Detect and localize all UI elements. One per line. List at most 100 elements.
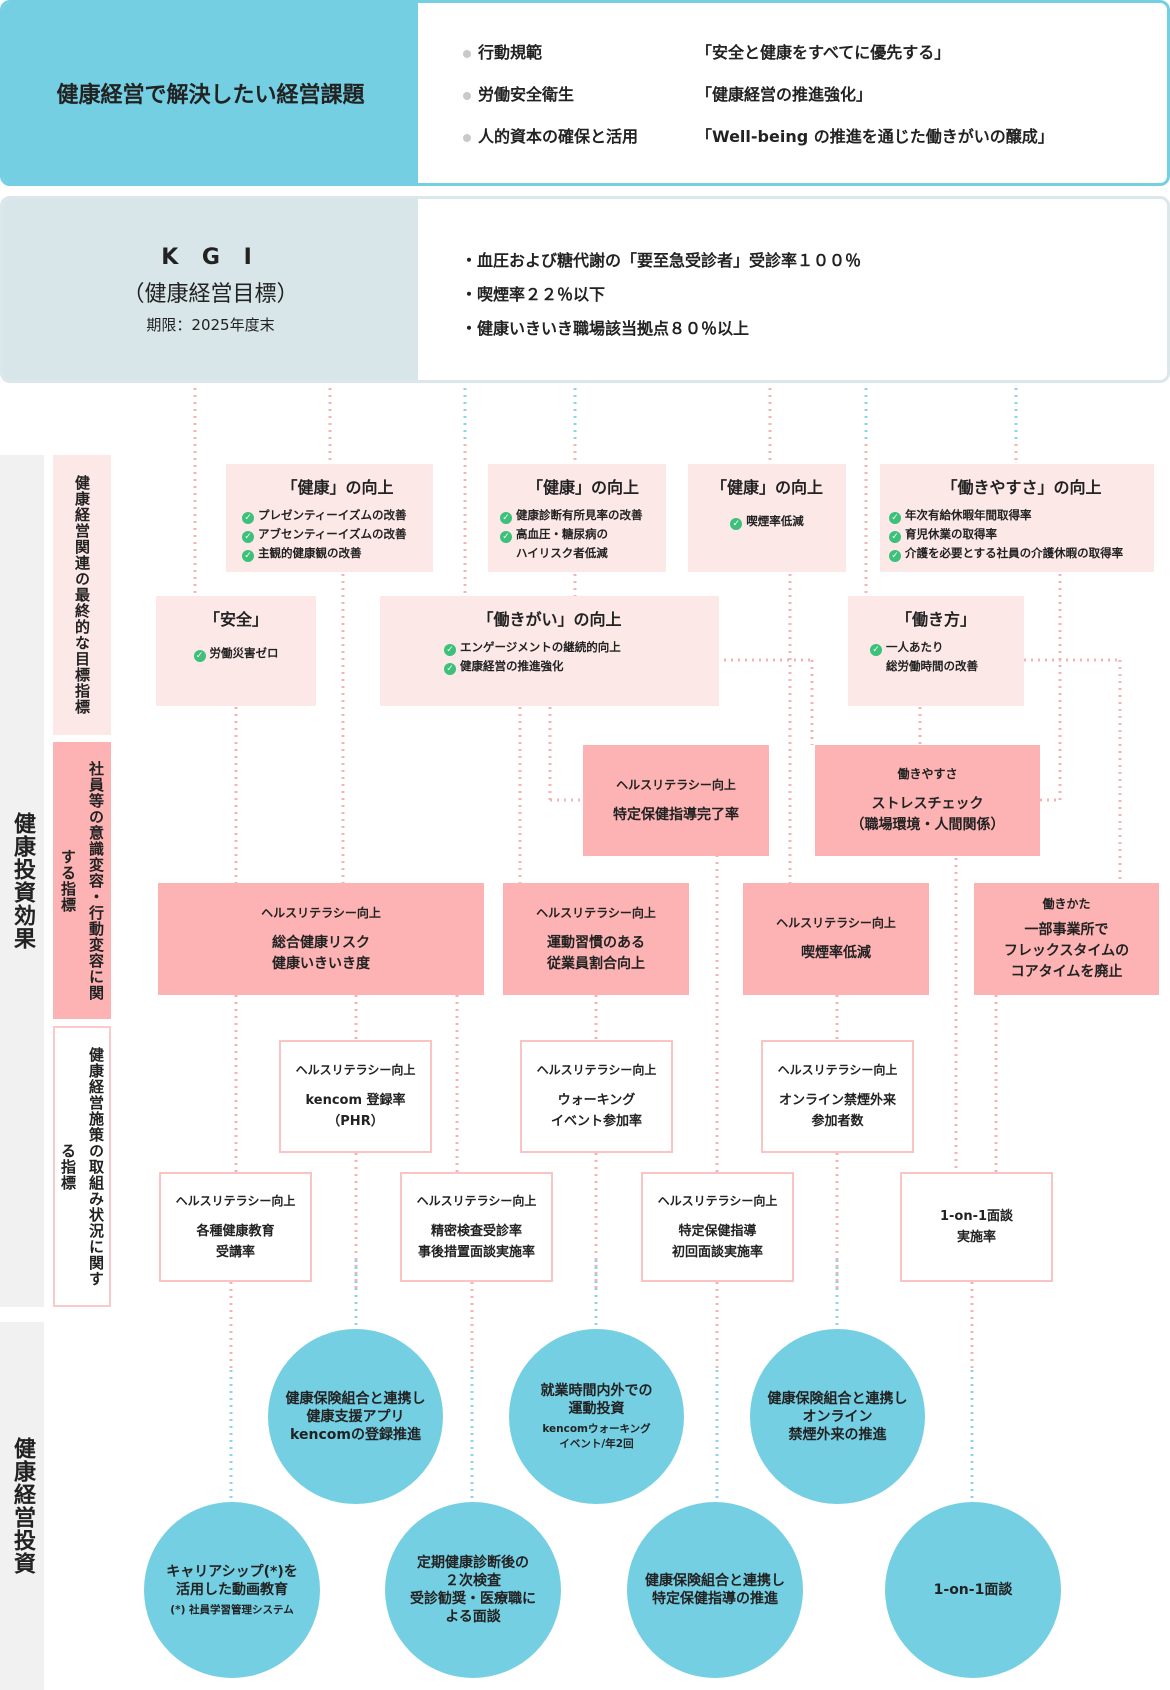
investment-specific-guidance: 健康保険組合と連携し 特定保健指導の推進 — [627, 1502, 803, 1678]
investment-exercise: 就業時間内外での 運動投資 kencomウォーキング イベント/年2回 — [509, 1329, 684, 1504]
check-item: ✓健康経営の推進強化 — [444, 657, 719, 676]
goal-health-1: 「健康」の向上 ✓プレゼンティーイズムの改善 ✓アブセンティーイズムの改善 ✓主… — [226, 464, 433, 572]
initiative-tag: ヘルスリテラシー向上 — [657, 1193, 778, 1208]
bullet-icon — [463, 133, 471, 142]
check-item: ✓主観的健康観の改善 — [242, 544, 433, 563]
investment-online-smoking: 健康保険組合と連携し オンライン 禁煙外来の推進 — [750, 1329, 925, 1504]
investment-sidebar: 健康経営投資 — [0, 1322, 44, 1690]
initiative-one-on-one-rate: 1-on-1面談 実施率 — [900, 1172, 1053, 1282]
goal-health-3: 「健康」の向上 ✓喫煙率低減 — [688, 464, 846, 572]
indicator-health-risk: ヘルスリテラシー向上 総合健康リスク 健康いきいき度 — [158, 883, 484, 995]
investment-text: 健康保険組合と連携し 特定保健指導の推進 — [645, 1573, 785, 1607]
initiative-text: オンライン禁煙外来 参加者数 — [778, 1093, 896, 1129]
indicator-tag: ヘルスリテラシー向上 — [776, 916, 896, 930]
check-icon: ✓ — [242, 512, 254, 524]
goal-title: 「健康」の向上 — [710, 478, 823, 497]
check-item: ✓労働災害ゼロ — [156, 644, 316, 663]
kgi-item-2: ・喫煙率２２％以下 — [461, 285, 606, 304]
bullet-icon — [463, 91, 471, 100]
goal-safety: 「安全」 ✓労働災害ゼロ — [156, 596, 316, 706]
kgi-subtitle: （健康経営目標） — [122, 281, 299, 307]
investment-note: kencomウォーキング イベント/年2回 — [542, 1422, 651, 1450]
kgi-item-1: ・血圧および糖代謝の「要至急受診者」受診率１００％ — [461, 251, 862, 270]
initiative-detailed-exam: ヘルスリテラシー向上 精密検査受診率 事後措置面談実施率 — [400, 1172, 553, 1282]
initiative-first-interview: ヘルスリテラシー向上 特定保健指導 初回面談実施率 — [641, 1172, 794, 1282]
investment-text: 健康保険組合と連携し 健康支援アプリ kencomの登録推進 — [285, 1390, 426, 1443]
indicator-text: 運動習慣のある 従業員割合向上 — [547, 934, 645, 972]
initiative-text: ウォーキング イベント参加率 — [550, 1093, 642, 1129]
initiatives-category-label: 健康経営施策の取組み状況に関する指標 — [59, 1046, 105, 1287]
indicator-tag: ヘルスリテラシー向上 — [616, 777, 736, 792]
kgi-title: K G I — [161, 244, 260, 270]
indicator-specific-guidance: ヘルスリテラシー向上 特定保健指導完了率 — [583, 745, 769, 856]
issue-label-1: 行動規範 — [463, 39, 542, 63]
kgi-deadline: 期限：2025年度末 — [146, 315, 275, 334]
goals-category: 健康経営関連の最終的な目標指標 — [53, 455, 111, 735]
initiative-tag: ヘルスリテラシー向上 — [175, 1193, 296, 1208]
management-issues-title: 健康経営で解決したい経営課題 — [3, 3, 418, 183]
issue-value-3: 「Well-being の推進を通じた働きがいの醸成」 — [696, 127, 1054, 146]
initiative-tag: ヘルスリテラシー向上 — [295, 1063, 416, 1077]
indicator-tag: 働きかた — [1042, 897, 1091, 911]
check-item: ✓一人あたり総労働時間の改善 — [870, 638, 1024, 676]
initiative-kencom: ヘルスリテラシー向上 kencom 登録率 （PHR） — [279, 1040, 432, 1153]
indicator-text: ストレスチェック （職場環境・人間関係） — [850, 796, 1005, 833]
check-icon: ✓ — [730, 518, 743, 530]
investment-text: 健康保険組合と連携し オンライン 禁煙外来の推進 — [767, 1390, 908, 1443]
investment-note: (*) 社員学習管理システム — [170, 1603, 294, 1616]
goal-title: 「健康」の向上 — [526, 478, 639, 497]
check-item: ✓健康診断有所見率の改善 — [500, 506, 666, 525]
initiative-online-smoking: ヘルスリテラシー向上 オンライン禁煙外来 参加者数 — [761, 1040, 914, 1153]
indicator-text: 特定保健指導完了率 — [613, 806, 739, 823]
investment-secondary-exam: 定期健康診断後の ２次検査 受診勧奨・医療職に よる面談 — [385, 1502, 561, 1678]
goal-title: 「働き方」 — [895, 610, 976, 629]
goal-title: 「健康」の向上 — [281, 478, 394, 497]
investment-video-education: キャリアシップ(*)を 活用した動画教育 (*) 社員学習管理システム — [144, 1502, 320, 1678]
check-icon: ✓ — [889, 550, 901, 562]
initiative-tag: ヘルスリテラシー向上 — [536, 1063, 657, 1077]
goal-workability: 「働きやすさ」の向上 ✓年次有給休暇年間取得率 ✓育児休業の取得率 ✓介護を必要… — [880, 464, 1154, 572]
check-icon: ✓ — [500, 531, 512, 543]
kgi-item-3: ・健康いきいき職場該当拠点８０％以上 — [461, 319, 750, 338]
check-icon: ✓ — [889, 531, 901, 543]
check-icon: ✓ — [242, 531, 254, 543]
investment-text: 定期健康診断後の ２次検査 受診勧奨・医療職に よる面談 — [410, 1555, 536, 1625]
investment-text: 就業時間内外での 運動投資 — [540, 1382, 653, 1417]
indicator-stress-check: 働きやすさ ストレスチェック （職場環境・人間関係） — [815, 745, 1040, 856]
initiative-text: 1-on-1面談 実施率 — [939, 1209, 1014, 1245]
indicator-text: 喫煙率低減 — [801, 945, 871, 961]
initiative-text: 精密検査受診率 事後措置面談実施率 — [417, 1223, 535, 1260]
issue-value-1: 「安全と健康をすべてに優先する」 — [696, 43, 951, 62]
check-item: ✓アブセンティーイズムの改善 — [242, 525, 433, 544]
check-item: ✓年次有給休暇年間取得率 — [889, 506, 1154, 525]
check-item: ✓プレゼンティーイズムの改善 — [242, 506, 433, 525]
investment-text: キャリアシップ(*)を 活用した動画教育 — [166, 1563, 298, 1598]
goal-health-2: 「健康」の向上 ✓健康診断有所見率の改善 ✓高血圧・糖尿病のハイリスク者低減 — [488, 464, 666, 572]
investment-kencom-app: 健康保険組合と連携し 健康支援アプリ kencomの登録推進 — [268, 1329, 443, 1504]
check-icon: ✓ — [500, 512, 512, 524]
check-icon: ✓ — [444, 663, 456, 675]
check-icon: ✓ — [193, 650, 206, 662]
check-item: ✓エンゲージメントの継続的向上 — [444, 638, 719, 657]
indicator-smoking-rate: ヘルスリテラシー向上 喫煙率低減 — [743, 883, 929, 995]
initiative-tag: ヘルスリテラシー向上 — [416, 1193, 537, 1208]
issue-value-2: 「健康経営の推進強化」 — [696, 85, 873, 104]
initiatives-category: 健康経営施策の取組み状況に関する指標 — [53, 1026, 111, 1307]
behavior-category-label: 社員等の意識変容・行動変容に関する指標 — [59, 760, 105, 1001]
kgi-heading: K G I （健康経営目標） 期限：2025年度末 — [3, 199, 418, 380]
investment-text: 1-on-1面談 — [933, 1582, 1013, 1598]
indicator-text: 総合健康リスク 健康いきいき度 — [272, 934, 370, 972]
indicator-tag: 働きやすさ — [897, 767, 958, 781]
initiative-health-education: ヘルスリテラシー向上 各種健康教育 受講率 — [159, 1172, 312, 1282]
indicator-text: 一部事業所で フレックスタイムの コアタイムを廃止 — [1003, 922, 1130, 980]
check-item: ✓喫煙率低減 — [688, 512, 846, 531]
initiative-text: 特定保健指導 初回面談実施率 — [671, 1223, 763, 1260]
behavior-category: 社員等の意識変容・行動変容に関する指標 — [53, 742, 111, 1019]
check-item: ✓介護を必要とする社員の介護休暇の取得率 — [889, 544, 1154, 563]
management-issues-panel: 健康経営で解決したい経営課題 行動規範 「安全と健康をすべてに優先する」 労働安… — [0, 0, 1170, 186]
goal-title: 「安全」 — [203, 610, 268, 629]
goal-workstyle: 「働き方」 ✓一人あたり総労働時間の改善 — [848, 596, 1024, 706]
indicator-exercise-habit: ヘルスリテラシー向上 運動習慣のある 従業員割合向上 — [503, 883, 689, 995]
check-icon: ✓ — [444, 644, 456, 656]
issue-label-2: 労働安全衛生 — [463, 81, 574, 105]
